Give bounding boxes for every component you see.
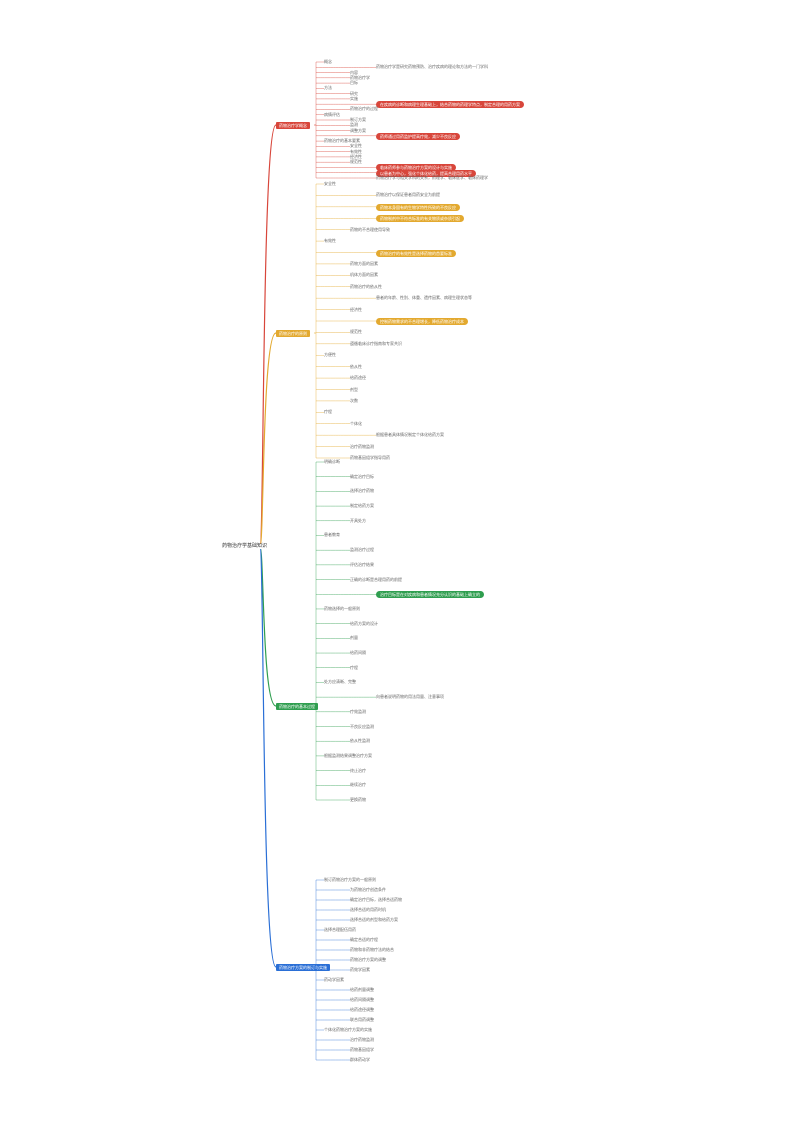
branch-3-node[interactable]: 药动学因素: [324, 977, 344, 982]
branch-0-node[interactable]: 制订方案: [350, 117, 366, 122]
branch-0-node[interactable]: 安全性: [350, 143, 362, 149]
branch-0-title[interactable]: 药物治疗学概念: [276, 122, 310, 129]
branch-1-title[interactable]: 药物治疗的原则: [276, 330, 310, 337]
branch-0-node[interactable]: 药物治疗的基本要素: [324, 138, 360, 144]
branch-3-node[interactable]: 确定治疗目标，选择合适药物: [350, 897, 402, 902]
branch-1-node[interactable]: 次数: [350, 397, 358, 403]
branch-2-node[interactable]: 制定给药方案: [350, 503, 374, 509]
branch-2-node[interactable]: 疗效监测: [350, 708, 366, 714]
branch-2-title[interactable]: 药物治疗的基本过程: [276, 703, 318, 710]
branch-1-node[interactable]: 药物方面的因素: [350, 260, 378, 266]
branch-0-node[interactable]: 内容: [350, 69, 358, 75]
branch-0-node[interactable]: 病情评估: [324, 111, 340, 117]
branch-2-node[interactable]: 处方应清晰、完整: [324, 679, 356, 685]
branch-3-node[interactable]: 为药物治疗创造条件: [350, 887, 386, 892]
branch-0-node[interactable]: 以患者为中心，强化个体化给药，提高合理用药水平: [376, 169, 476, 177]
branch-0-node[interactable]: 有效性: [350, 148, 362, 154]
branch-3-node[interactable]: 给药途径调整: [350, 1007, 374, 1012]
branch-3-node[interactable]: 个体化药物治疗方案的实施: [324, 1027, 372, 1032]
branch-3-node[interactable]: 药物基因组学: [350, 1047, 374, 1052]
branch-3-node[interactable]: 给药间隔调整: [350, 997, 374, 1002]
branch-0-node[interactable]: 在疾病的诊断和病理生理基础上，结合药物的药理学特点，制定合理的用药方案: [376, 101, 524, 109]
branch-0-node[interactable]: 药物治疗学: [350, 74, 370, 80]
branch-3-node[interactable]: 制订药物治疗方案的一般原则: [324, 877, 376, 882]
branch-2-node[interactable]: 治疗目标是在对疾病和患者情况充分认识的基础上确立的: [376, 591, 484, 599]
branch-0-node[interactable]: 目标: [350, 80, 358, 86]
branch-1-node[interactable]: 遵循临床诊疗指南和专家共识: [350, 340, 402, 346]
branch-0-node[interactable]: 经济性: [350, 153, 362, 159]
branch-2-node[interactable]: 明确诊断: [324, 459, 340, 464]
branch-1-node[interactable]: 依从性: [350, 363, 362, 369]
branch-1-node[interactable]: 患者的年龄、性别、体重、遗传因素、病理生理状态等: [376, 295, 472, 301]
branch-3-node[interactable]: 选择合适的剂型和给药方案: [350, 917, 398, 922]
branch-2-node[interactable]: 根据监测结果调整治疗方案: [324, 752, 372, 758]
branch-2-node[interactable]: 剂量: [350, 635, 358, 641]
branch-0-node[interactable]: 调整方案: [350, 127, 366, 133]
branch-1-node[interactable]: 控制药物需求的不合理增长，降低药物治疗成本: [376, 318, 468, 325]
branch-0-node[interactable]: 方法: [324, 85, 332, 91]
branch-2-node[interactable]: 患者教育: [324, 532, 340, 538]
branch-3-node[interactable]: 药效学因素: [350, 967, 370, 972]
branch-2-node[interactable]: 终止治疗: [350, 767, 366, 773]
branch-2-node[interactable]: 开具处方: [350, 517, 366, 523]
branch-3-node[interactable]: 选择合理配伍用药: [324, 927, 356, 932]
branch-1-node[interactable]: 安全性: [324, 181, 336, 186]
branch-0-node[interactable]: 监测: [350, 122, 358, 128]
branch-1-node[interactable]: 方便性: [324, 352, 336, 358]
branch-1-node[interactable]: 药物基因组学指导用药: [350, 455, 390, 460]
branch-2-node[interactable]: 监测治疗过程: [350, 547, 374, 553]
branch-1-node[interactable]: 治疗药物监测: [350, 443, 374, 449]
branch-1-node[interactable]: 剂型: [350, 386, 358, 392]
branch-2-node[interactable]: 继续治疗: [350, 782, 366, 788]
branch-3-title[interactable]: 药物治疗方案的制订与实施: [276, 964, 330, 971]
branch-3-node[interactable]: 药物和非药物疗法的结合: [350, 947, 394, 952]
branch-3-node[interactable]: 治疗药物监测: [350, 1037, 374, 1042]
branch-1-node[interactable]: 药物制剂中不符合标准的有关物质或杂质引起: [376, 215, 464, 223]
branch-0-node[interactable]: 规范性: [350, 159, 362, 165]
branch-0-node[interactable]: 临床药师参与药物治疗方案的设计与实施: [376, 164, 456, 172]
branch-3-node[interactable]: 确定合适的疗程: [350, 937, 378, 942]
branch-1-node[interactable]: 有效性: [324, 238, 336, 244]
branch-2-node[interactable]: 更换药物: [350, 797, 366, 802]
branch-3-node[interactable]: 联合用药调整: [350, 1017, 374, 1022]
root-node[interactable]: 药物治疗学基础知识: [222, 543, 268, 549]
branch-2-node[interactable]: 不良反应监测: [350, 723, 374, 729]
branch-0-node[interactable]: 药物治疗的过程: [350, 106, 378, 112]
branch-2-node[interactable]: 选择治疗药物: [350, 488, 374, 494]
branch-3-node[interactable]: 药物治疗方案的调整: [350, 957, 386, 962]
branch-2-node[interactable]: 评估治疗结果: [350, 561, 374, 567]
branch-0-node[interactable]: 药物治疗学与相关学科的关系，药理学、临床医学、临床药理学: [376, 175, 488, 180]
branch-0-node[interactable]: 实施: [350, 95, 358, 101]
branch-1-node[interactable]: 规范性: [350, 329, 362, 335]
branch-1-node[interactable]: 根据患者具体情况制定个体化给药方案: [376, 432, 444, 438]
branch-0-node[interactable]: 药师通过用药监护提高疗效，减少不良反应: [376, 132, 460, 140]
branch-1-node[interactable]: 药物治疗的有效性是选择药物的首要标准: [376, 249, 456, 257]
branch-2-node[interactable]: 药物选择的一般原则: [324, 605, 360, 611]
branch-1-node[interactable]: 个体化: [350, 420, 362, 426]
branch-3-node[interactable]: 给药剂量调整: [350, 987, 374, 992]
branch-2-node[interactable]: 正确的诊断是合理用药的前提: [350, 576, 402, 582]
branch-1-node[interactable]: 药物本身固有的生物学特性所致的不良反应: [376, 203, 460, 211]
branch-1-node[interactable]: 给药途径: [350, 375, 366, 381]
branch-1-node[interactable]: 药物治疗的依从性: [350, 283, 382, 289]
branch-1-node[interactable]: 经济性: [350, 306, 362, 312]
branch-0-node[interactable]: 药物治疗学是研究药物预防、治疗疾病的理论和方法的一门学科: [376, 64, 488, 70]
branch-2-node[interactable]: 依从性监测: [350, 738, 370, 744]
branch-2-node[interactable]: 给药间隔: [350, 650, 366, 656]
branch-2-node[interactable]: 确定治疗目标: [350, 473, 374, 479]
branch-2-node[interactable]: 给药方案的设计: [350, 620, 378, 626]
branch-2-node[interactable]: 疗程: [350, 664, 358, 670]
branch-1-node[interactable]: 药物的不合理使用导致: [350, 226, 390, 232]
branch-1-node[interactable]: 药物治疗以保证患者用药安全为前提: [376, 192, 440, 198]
branch-0-node[interactable]: 概念: [324, 59, 332, 64]
branch-0-node[interactable]: 研究: [350, 90, 358, 96]
branch-2-node[interactable]: 向患者说明药物的用法用量、注意事项: [376, 694, 444, 700]
branch-1-node[interactable]: 疗程: [324, 409, 332, 415]
branch-3-node[interactable]: 选择合适的用药时机: [350, 907, 386, 912]
branch-3-node[interactable]: 群体药动学: [350, 1057, 370, 1062]
branch-1-node[interactable]: 机体方面的因素: [350, 272, 378, 278]
